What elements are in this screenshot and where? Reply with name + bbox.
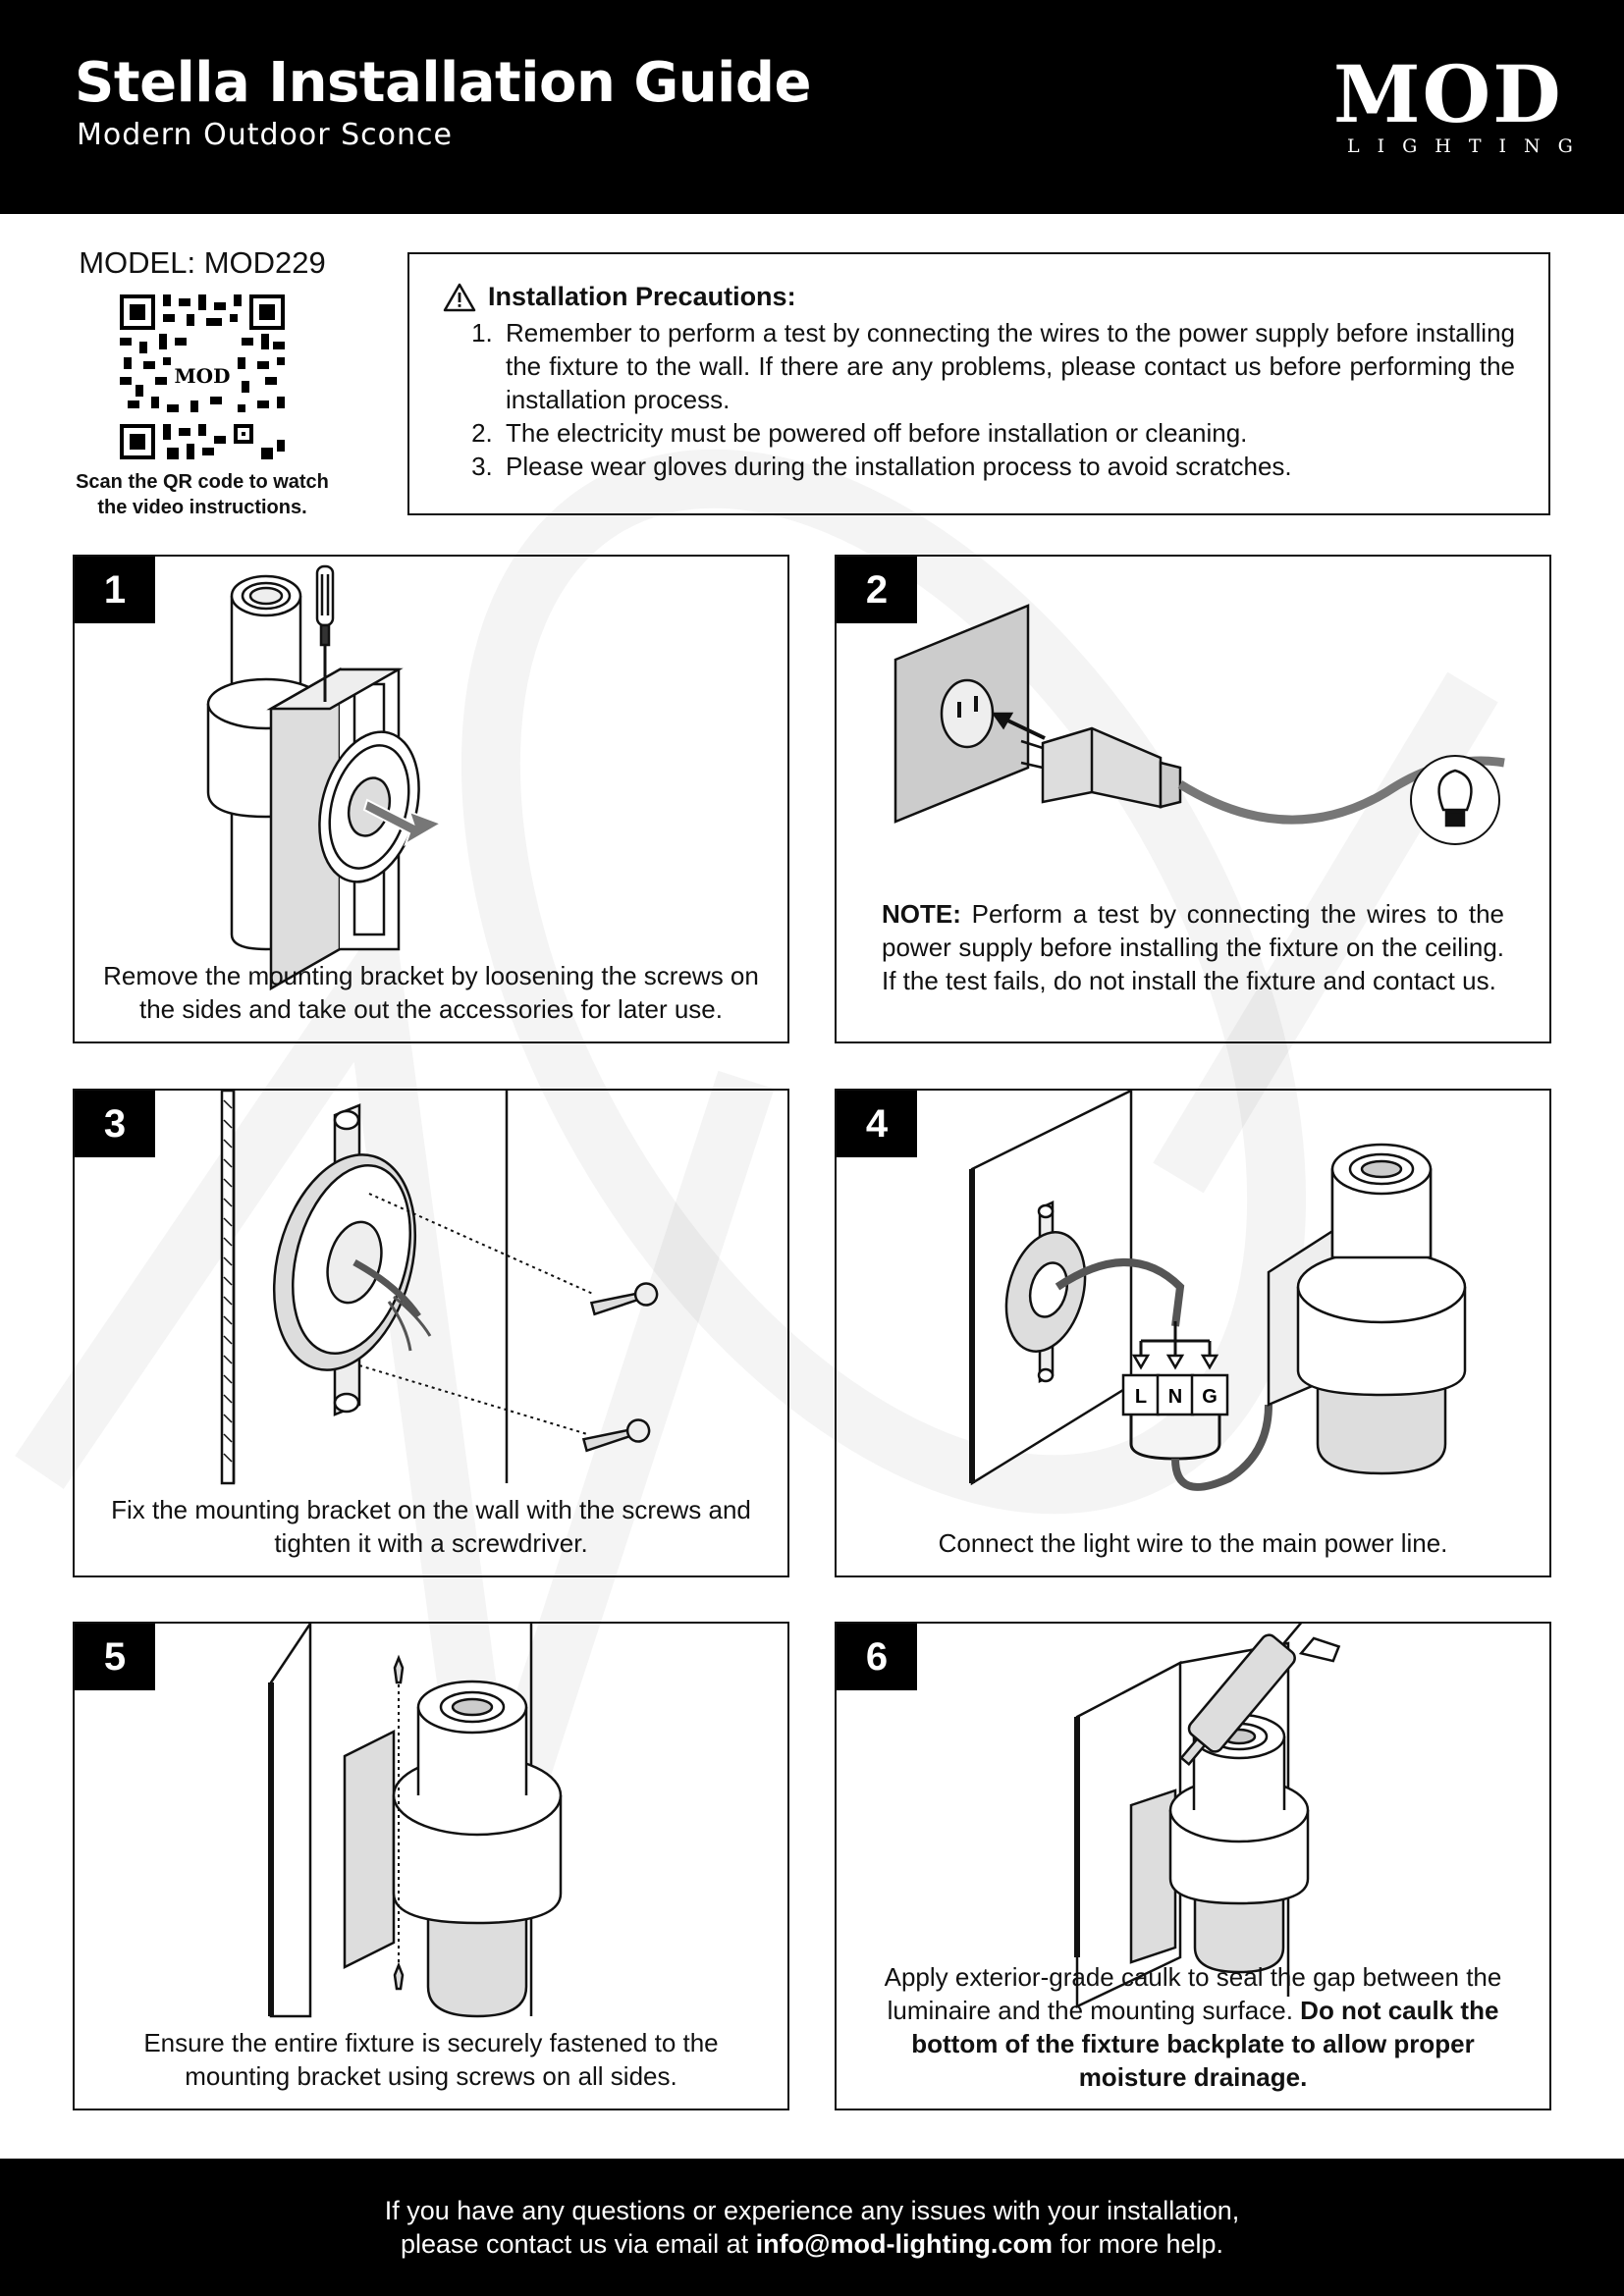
model-block: MODEL: MOD229 MOD Scan the QR code to wa…: [55, 245, 350, 520]
page-title: Stella Installation Guide: [75, 51, 811, 115]
note-label: NOTE:: [882, 899, 961, 929]
qr-center-text: MOD: [175, 364, 231, 388]
bracket-removal-illustration: [206, 564, 444, 991]
terminal-label-l: L: [1135, 1386, 1147, 1408]
precaution-item: The electricity must be powered off befo…: [500, 416, 1515, 450]
page-subtitle: Modern Outdoor Sconce: [77, 118, 453, 152]
step-number: 3: [75, 1091, 155, 1157]
step-panel-6: 6 Apply exterior-grade caulk to seal the…: [835, 1622, 1551, 2110]
power-test-illustration: [893, 604, 1505, 845]
step-number: 5: [75, 1624, 155, 1690]
footer-line-1: If you have any questions or experience …: [384, 2196, 1240, 2225]
step-number: 1: [75, 557, 155, 623]
footer-prefix: please contact us via email at: [400, 2229, 749, 2259]
footer-line-2: please contact us via email at info@mod-…: [0, 2227, 1624, 2261]
step-caption: NOTE: Perform a test by connecting the w…: [882, 897, 1504, 997]
step-panel-2: 2 NOTE: Perform a test by connecting the…: [835, 555, 1551, 1043]
precautions-box: Installation Precautions: Remember to pe…: [407, 252, 1550, 515]
wiring-illustration: L N G: [969, 1091, 1467, 1491]
step-caption: Remove the mounting bracket by loosening…: [103, 961, 759, 1024]
step-panel-3: 3 Fix the mounting bracket on the wall w…: [73, 1089, 789, 1577]
model-label: MODEL: MOD229: [79, 245, 326, 280]
step-number: 4: [837, 1091, 917, 1157]
qr-code[interactable]: MOD: [120, 294, 285, 459]
caulking-illustration: [1074, 1624, 1341, 2008]
brand-logo: MOD LIGHTING: [1333, 48, 1591, 157]
footer-bar: If you have any questions or experience …: [0, 2159, 1624, 2296]
step-caption: Connect the light wire to the main power…: [938, 1528, 1448, 1558]
step-panel-5: 5 Ensure the entire fixture is securely …: [73, 1622, 789, 2110]
support-email-link[interactable]: info@mod-lighting.com: [755, 2229, 1053, 2259]
footer-suffix: for more help.: [1059, 2229, 1224, 2259]
precautions-list: Remember to perform a test by connecting…: [500, 316, 1515, 483]
header-bar: Stella Installation Guide Modern Outdoor…: [0, 0, 1624, 214]
qr-caption: Scan the QR code to watch the video inst…: [55, 469, 350, 520]
caulk-warning: Do not caulk the bottom of the fixture b…: [911, 1996, 1499, 2092]
note-text: Perform a test by connecting the wires t…: [882, 899, 1504, 995]
step-panel-1: 1 Remove the mounting bracket by looseni…: [73, 555, 789, 1043]
caulk-text: Apply exterior-grade caulk to seal the g…: [884, 1962, 1502, 2025]
precautions-title: Installation Precautions:: [488, 282, 796, 311]
step-panel-4: L N G 4 Connect the light wire to the ma…: [835, 1089, 1551, 1577]
qr-caption-line-1: Scan the QR code to watch: [76, 471, 329, 493]
logo-sub-text: LIGHTING: [1347, 135, 1591, 157]
terminal-label-g: G: [1202, 1386, 1218, 1408]
fixture-fastening-illustration: [268, 1624, 563, 2018]
terminal-label-n: N: [1168, 1386, 1182, 1408]
step-caption: Apply exterior-grade caulk to seal the g…: [876, 1960, 1510, 2094]
step-number: 2: [837, 557, 917, 623]
warning-icon: [443, 283, 476, 311]
precaution-item: Please wear gloves during the installati…: [500, 450, 1515, 483]
precaution-item: Remember to perform a test by connecting…: [500, 316, 1515, 416]
bracket-mounting-illustration: [220, 1091, 659, 1485]
qr-caption-line-2: the video instructions.: [97, 497, 307, 518]
step-caption: Fix the mounting bracket on the wall wit…: [111, 1495, 751, 1558]
precautions-heading: Installation Precautions:: [443, 282, 1515, 312]
step-number: 6: [837, 1624, 917, 1690]
logo-main-text: MOD: [1333, 48, 1563, 140]
step-caption: Ensure the entire fixture is securely fa…: [143, 2028, 719, 2091]
